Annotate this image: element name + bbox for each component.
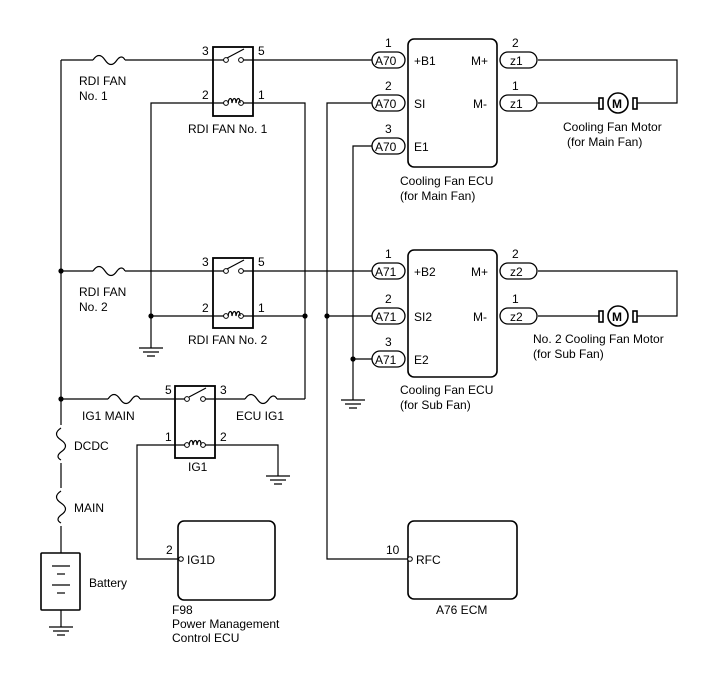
fuse-dcdc xyxy=(55,427,67,461)
svg-text:M+: M+ xyxy=(471,54,488,68)
fuse-ecu-ig1 xyxy=(244,393,278,405)
svg-text:E1: E1 xyxy=(414,140,429,154)
svg-text:5: 5 xyxy=(165,383,172,397)
svg-text:2: 2 xyxy=(202,301,209,315)
motor-icon: M xyxy=(612,97,622,111)
fuse-rdi-fan-no2 xyxy=(92,265,126,277)
svg-text:3: 3 xyxy=(202,44,209,58)
fuse-label-ig1-main: IG1 MAIN xyxy=(82,409,135,423)
motor-icon: M xyxy=(612,310,622,324)
fuse-main xyxy=(55,490,67,524)
ground-icon xyxy=(341,399,365,409)
fuse-label-ecu-ig1: ECU IG1 xyxy=(236,409,284,423)
ecu-main-title: Cooling Fan ECU(for Main Fan) xyxy=(400,174,493,203)
svg-text:5: 5 xyxy=(258,255,265,269)
svg-text:2: 2 xyxy=(220,430,227,444)
fuse-symbols xyxy=(54,54,278,526)
svg-text:1: 1 xyxy=(512,292,519,306)
svg-text:IG1D: IG1D xyxy=(187,553,215,567)
svg-text:10: 10 xyxy=(386,543,400,557)
ground-icon xyxy=(266,475,290,485)
relay-rdi-fan-no2: 3 5 2 1 RDI FAN No. 2 xyxy=(188,255,268,347)
ecm: 10 RFC A76 ECM xyxy=(386,520,518,617)
svg-text:A71: A71 xyxy=(375,310,397,324)
fuse-label-dcdc: DCDC xyxy=(74,439,109,453)
svg-text:3: 3 xyxy=(202,255,209,269)
svg-text:E2: E2 xyxy=(414,353,429,367)
svg-text:1: 1 xyxy=(385,247,392,261)
svg-text:1: 1 xyxy=(258,301,265,315)
battery-label: Battery xyxy=(89,576,127,590)
svg-text:M+: M+ xyxy=(471,265,488,279)
cooling-fan-ecu-sub: +B2 SI2 E2 M+ M- A71 A71 A71 1 2 3 z2 z2… xyxy=(371,247,538,412)
svg-text:3: 3 xyxy=(385,335,392,349)
svg-text:M-: M- xyxy=(473,310,487,324)
svg-text:z1: z1 xyxy=(510,54,523,68)
svg-text:z2: z2 xyxy=(510,265,523,279)
motor-main-label: Cooling Fan Motor(for Main Fan) xyxy=(563,120,662,149)
ground-symbols xyxy=(139,347,365,485)
relay-label-rdi-fan-no1: RDI FAN No. 1 xyxy=(188,122,268,136)
svg-text:5: 5 xyxy=(258,44,265,58)
svg-text:3: 3 xyxy=(220,383,227,397)
ecm-label: A76 ECM xyxy=(436,603,487,617)
svg-text:2: 2 xyxy=(512,247,519,261)
svg-text:+B1: +B1 xyxy=(414,54,436,68)
svg-text:+B2: +B2 xyxy=(414,265,436,279)
svg-text:A70: A70 xyxy=(375,140,397,154)
fuse-ig1-main xyxy=(107,393,141,405)
svg-text:SI2: SI2 xyxy=(414,310,432,324)
relay-label-rdi-fan-no2: RDI FAN No. 2 xyxy=(188,333,268,347)
svg-text:2: 2 xyxy=(166,543,173,557)
fuse-label-main: MAIN xyxy=(74,501,104,515)
cooling-fan-motor-main: M Cooling Fan Motor(for Main Fan) xyxy=(563,92,662,149)
motor-sub-label: No. 2 Cooling Fan Motor(for Sub Fan) xyxy=(533,332,664,361)
svg-text:3: 3 xyxy=(385,122,392,136)
fuse-rdi-fan-no1 xyxy=(92,54,126,66)
svg-text:A71: A71 xyxy=(375,265,397,279)
svg-text:1: 1 xyxy=(258,88,265,102)
svg-text:1: 1 xyxy=(512,79,519,93)
battery: Battery xyxy=(40,552,127,636)
svg-text:2: 2 xyxy=(512,36,519,50)
svg-text:1: 1 xyxy=(385,36,392,50)
svg-text:z1: z1 xyxy=(510,97,523,111)
svg-text:2: 2 xyxy=(385,292,392,306)
svg-text:A70: A70 xyxy=(375,54,397,68)
svg-text:A70: A70 xyxy=(375,97,397,111)
cooling-fan-motor-sub: M No. 2 Cooling Fan Motor(for Sub Fan) xyxy=(533,305,664,361)
svg-text:SI: SI xyxy=(414,97,425,111)
svg-text:1: 1 xyxy=(165,430,172,444)
ecu-sub-title: Cooling Fan ECU(for Sub Fan) xyxy=(400,383,493,412)
relay-ig1: 5 3 1 2 IG1 xyxy=(165,383,227,474)
svg-text:RFC: RFC xyxy=(416,553,441,567)
relay-rdi-fan-no1: 3 5 2 1 RDI FAN No. 1 xyxy=(188,44,268,136)
relay-label-ig1: IG1 xyxy=(188,460,208,474)
svg-text:2: 2 xyxy=(385,79,392,93)
cooling-fan-ecu-main: +B1 SI E1 M+ M- A70 A70 A70 1 2 3 z1 z1 … xyxy=(371,36,538,203)
wires xyxy=(60,59,678,560)
svg-text:M-: M- xyxy=(473,97,487,111)
svg-text:2: 2 xyxy=(202,88,209,102)
junction-dots xyxy=(58,268,356,402)
ground-icon xyxy=(139,347,163,357)
svg-text:A71: A71 xyxy=(375,353,397,367)
svg-text:z2: z2 xyxy=(510,310,523,324)
